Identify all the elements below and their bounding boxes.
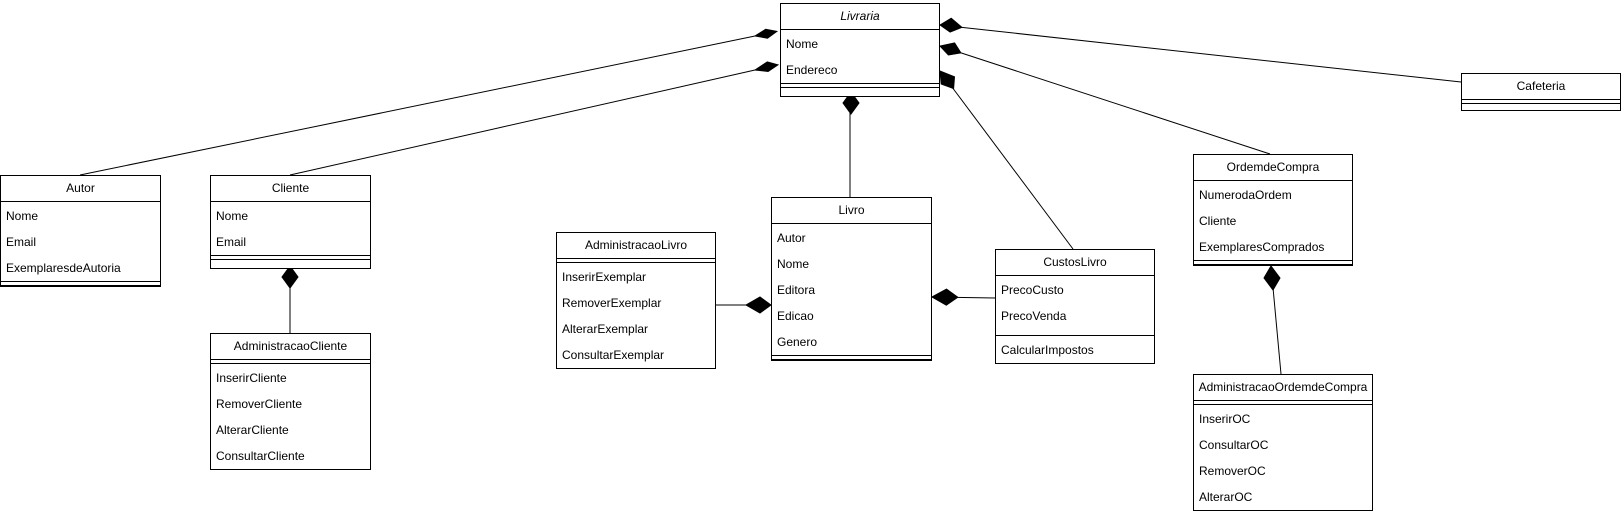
attribute-endereco: Endereco [786, 63, 838, 77]
class-livraria[interactable]: Livraria Nome Endereco [780, 3, 940, 97]
attribute-editora: Editora [777, 283, 816, 297]
operation-removerexemplar: RemoverExemplar [562, 296, 662, 310]
class-cliente[interactable]: Cliente Nome Email [210, 175, 371, 269]
class-livraria-attributes: Nome Endereco [781, 30, 939, 83]
class-administracaolivro[interactable]: AdministracaoLivro InserirExemplar Remov… [556, 232, 716, 369]
attribute-precocusto: PrecoCusto [1001, 283, 1064, 297]
operation-alterarexemplar: AlterarExemplar [562, 322, 649, 336]
operation-removercliente: RemoverCliente [216, 397, 303, 411]
operation-alteraroc: AlterarOC [1199, 490, 1253, 504]
class-administracaocliente-operations: InserirCliente RemoverCliente AlterarCli… [211, 364, 370, 469]
class-custoslivro-operations: CalcularImpostos [996, 336, 1154, 363]
class-cliente-name: Cliente [271, 181, 310, 195]
class-livro-name: Livro [838, 203, 865, 217]
attribute-nome: Nome [216, 209, 249, 223]
class-livro[interactable]: Livro Autor Nome Editora Edicao Genero [771, 197, 932, 361]
operation-consultaroc: ConsultarOC [1199, 438, 1269, 452]
class-cafeteria-name: Cafeteria [1516, 79, 1566, 93]
class-administracaoordemdecompra[interactable]: AdministracaoOrdemdeCompra InserirOC Con… [1193, 374, 1373, 511]
attribute-nome: Nome [786, 37, 819, 51]
edge-livraria-custoslivro[interactable] [939, 70, 1074, 250]
class-administracaocliente[interactable]: AdministracaoCliente InserirCliente Remo… [210, 333, 371, 470]
class-cliente-attributes: Nome Email [211, 202, 370, 255]
edge-livraria-cliente[interactable] [289, 69, 756, 176]
class-custoslivro[interactable]: CustosLivro PrecoCusto PrecoVenda Calcul… [995, 249, 1155, 364]
operation-inseriroc: InserirOC [1199, 412, 1251, 426]
operation-calcularimpostos: CalcularImpostos [1001, 343, 1094, 357]
composition-diamond-livraria-custoslivro [939, 70, 956, 90]
class-ordemdecompra-name: OrdemdeCompra [1226, 160, 1320, 174]
edge-livraria-autor[interactable] [79, 35, 756, 176]
operation-consultarexemplar: ConsultarExemplar [562, 348, 665, 362]
operation-inserircliente: InserirCliente [216, 371, 287, 385]
class-livro-attributes: Autor Nome Editora Edicao Genero [772, 224, 931, 355]
composition-diamond-livraria-autor [753, 28, 779, 39]
composition-diamond-livraria-cafeteria [939, 17, 963, 33]
edge-livraria-ordemdecompra[interactable] [939, 45, 1271, 155]
class-autor-attributes: Nome Email ExemplaresdeAutoria [1, 202, 160, 281]
attribute-exemplarescomprados: ExemplaresComprados [1199, 240, 1325, 254]
attribute-nome: Nome [777, 257, 810, 271]
composition-diamond-livraria-cliente [753, 61, 780, 73]
class-administracaocliente-name: AdministracaoCliente [233, 339, 348, 353]
composition-diamond-livraria-ordemdecompra [939, 42, 962, 56]
class-custoslivro-attributes: PrecoCusto PrecoVenda [996, 276, 1154, 329]
composition-diamond-cliente-administracaocliente [281, 265, 299, 289]
attribute-nome: Nome [6, 209, 39, 223]
operation-inserirexemplar: InserirExemplar [562, 270, 647, 284]
class-livraria-name: Livraria [840, 9, 880, 23]
attribute-edicao: Edicao [777, 309, 814, 323]
attribute-email: Email [6, 235, 37, 249]
attribute-email: Email [216, 235, 247, 249]
operation-alterarcliente: AlterarCliente [216, 423, 289, 437]
attribute-genero: Genero [777, 335, 818, 349]
attribute-precovenda: PrecoVenda [1001, 309, 1067, 323]
class-autor[interactable]: Autor Nome Email ExemplaresdeAutoria [0, 175, 161, 287]
class-administracaoordemdecompra-operations: InserirOC ConsultarOC RemoverOC AlterarO… [1194, 405, 1372, 510]
composition-diamond-livro-administracaolivro [744, 296, 772, 314]
composition-diamond-livraria-livro [842, 91, 860, 115]
class-autor-name: Autor [66, 181, 95, 195]
operation-consultarcliente: ConsultarCliente [216, 449, 305, 463]
operation-removeroc: RemoverOC [1199, 464, 1266, 478]
class-ordemdecompra[interactable]: OrdemdeCompra NumerodaOrdem Cliente Exem… [1193, 154, 1353, 266]
attribute-autor: Autor [777, 231, 806, 245]
class-administracaoordemdecompra-name: AdministracaoOrdemdeCompra [1198, 380, 1368, 394]
edge-livraria-cafeteria[interactable] [939, 24, 1462, 83]
class-administracaolivro-name: AdministracaoLivro [584, 238, 688, 252]
attribute-numerodaordem: NumerodaOrdem [1199, 188, 1292, 202]
attribute-exemplaresdeautoria: ExemplaresdeAutoria [6, 261, 121, 275]
composition-diamond-livro-custoslivro [930, 288, 959, 306]
class-administracaolivro-operations: InserirExemplar RemoverExemplar AlterarE… [557, 263, 715, 368]
class-ordemdecompra-attributes: NumerodaOrdem Cliente ExemplaresComprado… [1194, 181, 1352, 260]
attribute-cliente: Cliente [1199, 214, 1237, 228]
class-custoslivro-name: CustosLivro [1043, 255, 1107, 269]
composition-diamond-ordemdecompra-administracaoordemdecompra [1263, 265, 1281, 291]
class-cafeteria[interactable]: Cafeteria [1461, 73, 1621, 111]
